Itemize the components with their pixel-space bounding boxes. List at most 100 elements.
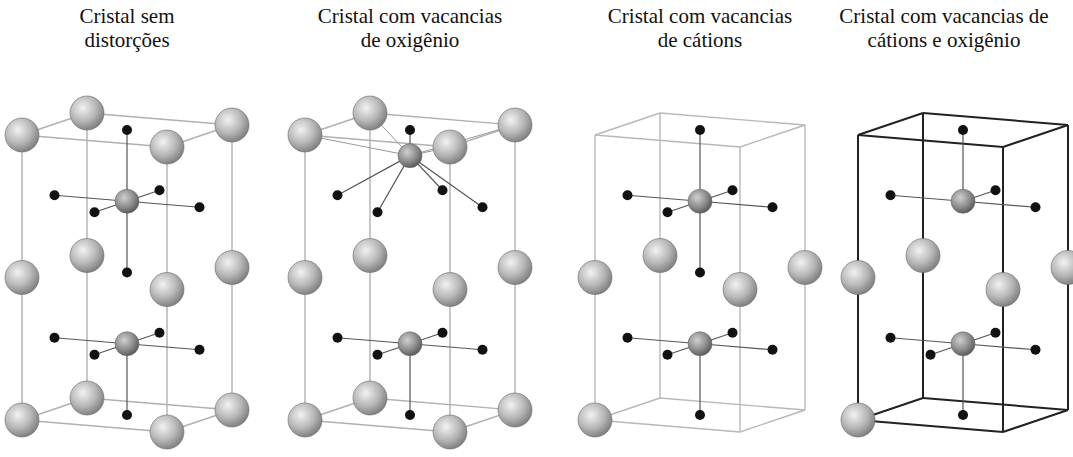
oxygen-ion (695, 268, 705, 278)
cell-edge (595, 135, 740, 147)
large-ion (150, 273, 184, 307)
oxygen-ion (405, 125, 415, 135)
cell-edge (660, 398, 805, 410)
oxygen-ion (768, 345, 778, 355)
oxygen-ion (728, 185, 738, 195)
panel-title: Cristal com vacancias de cátions e oxigê… (819, 4, 1069, 52)
oxygen-ion (333, 190, 343, 200)
bond (338, 156, 411, 196)
large-ion (70, 96, 104, 130)
oxygen-ion (926, 350, 936, 360)
oxygen-ion (373, 350, 383, 360)
large-ion (1051, 251, 1073, 285)
oxygen-ion (195, 202, 205, 212)
oxygen-ion (991, 185, 1001, 195)
oxygen-ion (373, 207, 383, 217)
oxygen-ion (122, 410, 132, 420)
oxygen-ion (90, 207, 100, 217)
large-ion (70, 381, 104, 415)
large-ion (150, 415, 184, 449)
oxygen-ion (1031, 345, 1041, 355)
cation (951, 189, 975, 213)
large-ion (288, 403, 322, 437)
cell-edge (305, 135, 450, 147)
oxygen-ion (886, 190, 896, 200)
oxygen-ion (958, 125, 968, 135)
cell-edge (595, 420, 740, 432)
oxygen-ion (155, 185, 165, 195)
oxygen-ion (886, 333, 896, 343)
panel-title: Cristal com vacancias de cátions (608, 4, 793, 52)
oxygen-ion (50, 333, 60, 343)
large-ion (841, 261, 875, 295)
oxygen-ion (90, 350, 100, 360)
large-ion (788, 251, 822, 285)
large-ion (5, 118, 39, 152)
cell-edge (740, 410, 805, 432)
large-ion (433, 273, 467, 307)
oxygen-ion (623, 190, 633, 200)
large-ion (5, 403, 39, 437)
oxygen-ion (405, 410, 415, 420)
cell-edge (1003, 125, 1068, 147)
oxygen-ion (768, 202, 778, 212)
cell-edge (370, 113, 515, 125)
oxygen-ion (478, 202, 488, 212)
cell-edge (740, 125, 805, 147)
oxygen-ion (623, 333, 633, 343)
panel-title: Cristal com vacancias de oxigênio (318, 4, 503, 52)
large-ion (288, 118, 322, 152)
cation (951, 332, 975, 356)
cell-edge (858, 113, 923, 135)
cell-edge (22, 420, 167, 432)
cation (115, 189, 139, 213)
large-ion (433, 415, 467, 449)
oxygen-ion (195, 345, 205, 355)
cell-edge (923, 398, 1068, 410)
cell-edge (305, 420, 450, 432)
oxygen-ion (333, 333, 343, 343)
large-ion (498, 108, 532, 142)
large-ion (578, 403, 612, 437)
cation (688, 189, 712, 213)
large-ion (215, 251, 249, 285)
large-ion (986, 273, 1020, 307)
cell-edge (660, 113, 805, 125)
oxygen-ion (50, 190, 60, 200)
cell-edge (858, 420, 1003, 432)
oxygen-ion (695, 125, 705, 135)
cation (398, 332, 422, 356)
cell-edge (87, 113, 232, 125)
cell-edge (1003, 410, 1068, 432)
large-ion (353, 239, 387, 273)
cell-edge (87, 398, 232, 410)
cell-edge (858, 135, 1003, 147)
large-ion (288, 261, 322, 295)
oxygen-ion (438, 185, 448, 195)
large-ion (841, 403, 875, 437)
panel-title: Cristal sem distorções (52, 4, 202, 52)
oxygen-ion (122, 125, 132, 135)
oxygen-ion (663, 207, 673, 217)
large-ion (70, 239, 104, 273)
large-ion (150, 130, 184, 164)
oxygen-ion (155, 328, 165, 338)
large-ion (498, 251, 532, 285)
cation (398, 144, 422, 168)
oxygen-ion (991, 328, 1001, 338)
oxygen-ion (478, 345, 488, 355)
large-ion (723, 273, 757, 307)
cell-edge (923, 113, 1068, 125)
large-ion (643, 239, 677, 273)
cell-edge (595, 113, 660, 135)
oxygen-ion (695, 410, 705, 420)
large-ion (215, 393, 249, 427)
cell-edge (370, 398, 515, 410)
large-ion (578, 261, 612, 295)
cell-edge (22, 135, 167, 147)
large-ion (5, 261, 39, 295)
large-ion (498, 393, 532, 427)
oxygen-ion (122, 268, 132, 278)
large-ion (433, 130, 467, 164)
